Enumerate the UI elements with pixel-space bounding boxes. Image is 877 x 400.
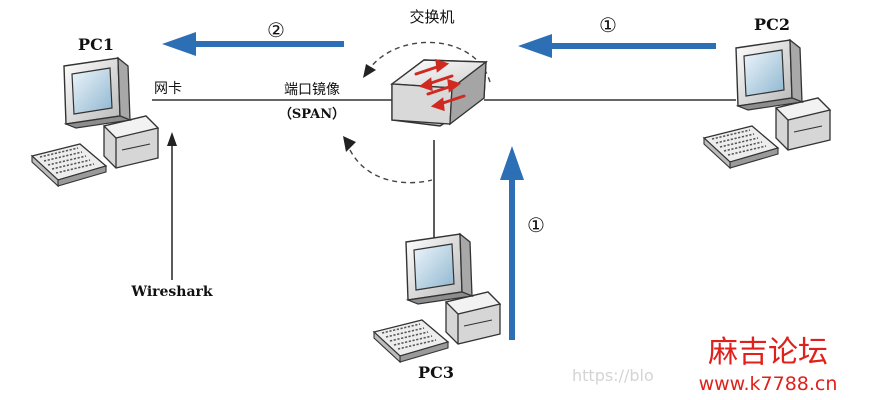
pc2-label: PC2: [754, 15, 790, 34]
network-switch-icon: [390, 58, 488, 127]
switch-label: 交换机: [409, 8, 454, 26]
pc1-label: PC1: [78, 35, 114, 54]
pc3-desktop-computer-icon: [373, 233, 501, 363]
wireshark-arrow-head: [167, 132, 177, 146]
step1-pc2-label: ①: [599, 13, 617, 37]
step1-pc3-label: ①: [527, 213, 545, 237]
nic-label: 网卡: [154, 81, 182, 97]
watermark-title: 麻吉论坛: [708, 335, 828, 370]
watermark-url: www.k7788.cn: [699, 373, 838, 395]
arrow-step1-pc3-head: [500, 146, 524, 180]
traffic-arrows: [162, 32, 716, 340]
pc1-desktop-computer-icon: [31, 57, 159, 187]
span-title-label: 端口镜像: [284, 82, 340, 98]
arrow-step2-head: [162, 32, 196, 56]
pc3-label: PC3: [418, 363, 454, 382]
step2-label: ②: [267, 18, 285, 42]
pc2-desktop-computer-icon: [703, 39, 831, 169]
span-mirror-arc: [349, 41, 491, 184]
arrow-step1-pc2-head: [518, 34, 552, 58]
arc-arrowhead-bottom: [343, 136, 356, 152]
arc-arrowhead-top: [363, 64, 376, 78]
link-lines: [152, 99, 736, 238]
faint-url-watermark: https://blo: [572, 366, 654, 385]
wireshark-label: Wireshark: [130, 284, 213, 300]
span-sub-label: （SPAN）: [279, 106, 345, 122]
